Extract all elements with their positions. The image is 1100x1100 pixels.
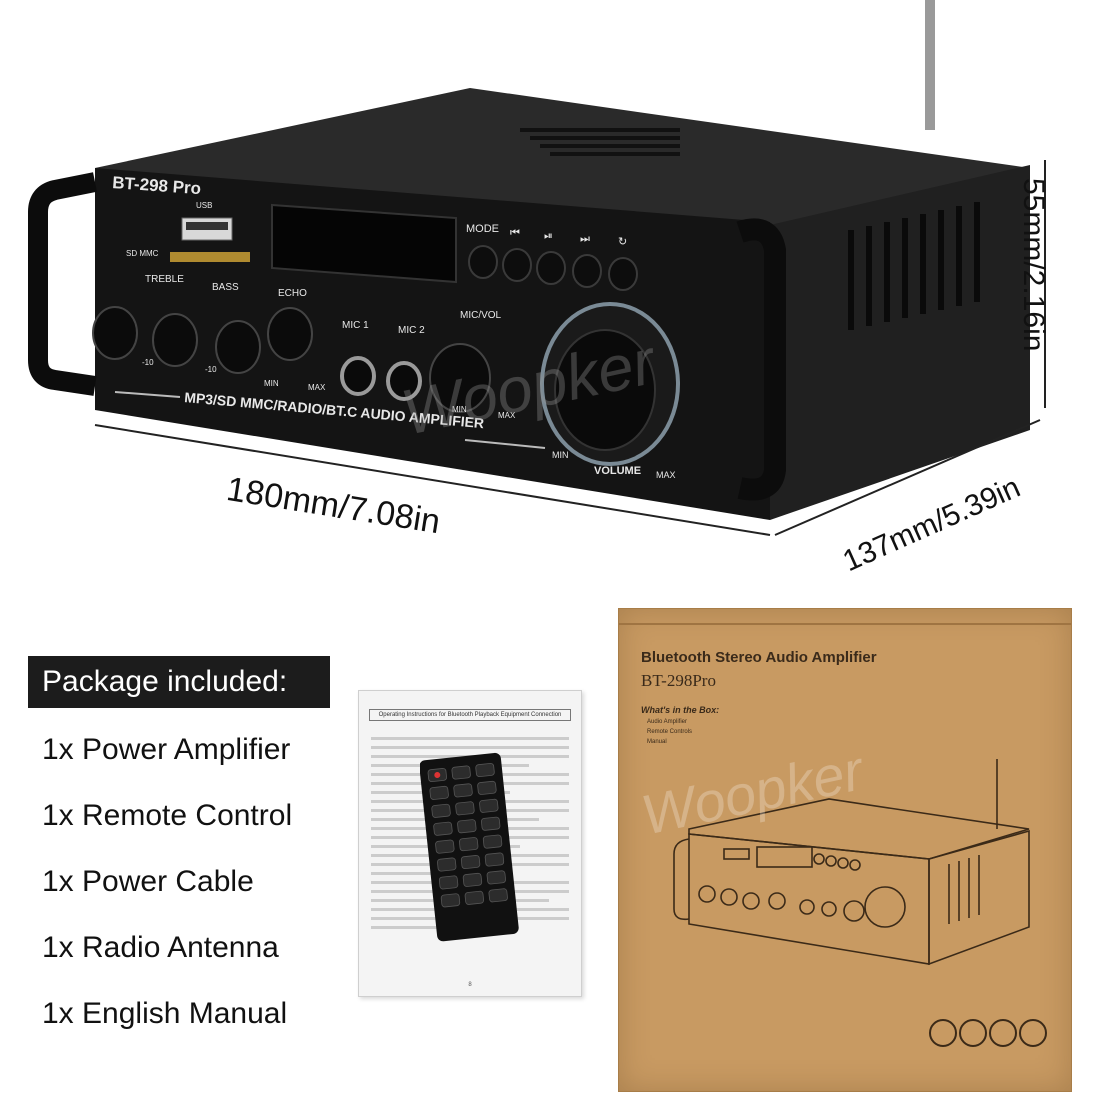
repeat-label: ↻ <box>618 236 627 248</box>
usb-icon <box>1019 1019 1047 1047</box>
next-label: ⏭ <box>580 233 590 245</box>
volume-max: MAX <box>656 470 676 480</box>
cardboard-box: Bluetooth Stereo Audio Amplifier BT-298P… <box>618 608 1072 1092</box>
micvol-min: MIN <box>452 405 467 414</box>
antenna <box>925 0 935 130</box>
remote-control <box>420 752 519 942</box>
height-dimension-label: 55mm/2.16in <box>1017 178 1050 352</box>
package-item: 1x Radio Antenna <box>42 931 279 964</box>
echo-label: ECHO <box>278 288 307 299</box>
control-buttons <box>468 245 638 291</box>
package-item: 1x English Manual <box>42 997 288 1030</box>
volume-min: MIN <box>552 450 569 460</box>
volume-label: VOLUME <box>594 465 641 477</box>
manual-page-number: 8 <box>468 982 472 988</box>
package-item: 1x Power Amplifier <box>42 733 291 766</box>
bass-label: BASS <box>212 282 239 293</box>
box-contents-item: Remote Controls <box>647 729 693 735</box>
manual-heading: Operating Instructions for Bluetooth Pla… <box>369 709 571 721</box>
mic1-label: MIC 1 <box>342 320 369 331</box>
tone-knobs <box>92 306 491 413</box>
micvol-max: MAX <box>498 411 516 420</box>
amplifier-image: BT-298 Pro USB SD MMC TREBLE BASS ECHO M… <box>28 0 1046 536</box>
right-handle <box>736 218 786 501</box>
package-item: 1x Remote Control <box>42 799 293 832</box>
sd-card-icon <box>989 1019 1017 1047</box>
sd-label: SD MMC <box>126 249 159 258</box>
left-handle <box>28 172 97 396</box>
prev-label: ⏮ <box>510 227 520 239</box>
package-title: Package included: <box>28 656 330 708</box>
echo-min: MIN <box>264 379 279 388</box>
sd-slot <box>170 252 250 262</box>
box-contents-item: Audio Amplifier <box>647 719 688 725</box>
volume-knob <box>554 329 656 451</box>
box-contents-heading: What's in the Box: <box>641 705 720 715</box>
echo-max: MAX <box>308 383 326 392</box>
box-contents-item: Manual <box>647 739 667 745</box>
package-item: 1x Power Cable <box>42 865 254 898</box>
box-title: Bluetooth Stereo Audio Amplifier <box>641 649 877 666</box>
treble-neg: -10 <box>142 358 154 367</box>
width-dimension-line <box>94 424 771 536</box>
treble-label: TREBLE <box>145 274 184 285</box>
micvol-label: MIC/VOL <box>460 310 502 321</box>
mic-jacks <box>340 356 422 401</box>
amp-side <box>770 165 1030 520</box>
side-vents <box>848 202 980 330</box>
music-icon <box>959 1019 987 1047</box>
usb-label: USB <box>196 201 212 210</box>
play-label: ⏯ <box>544 230 553 242</box>
box-flap-line <box>619 623 1071 625</box>
bass-neg: -10 <box>205 365 217 374</box>
bluetooth-icon <box>929 1019 957 1047</box>
box-model: BT-298Pro <box>641 671 716 690</box>
box-amp-drawing <box>673 759 1030 966</box>
mode-label: MODE <box>466 223 499 235</box>
depth-dimension-line <box>774 419 1041 536</box>
mic2-label: MIC 2 <box>398 325 425 336</box>
top-vents <box>520 128 680 156</box>
display <box>271 203 457 284</box>
